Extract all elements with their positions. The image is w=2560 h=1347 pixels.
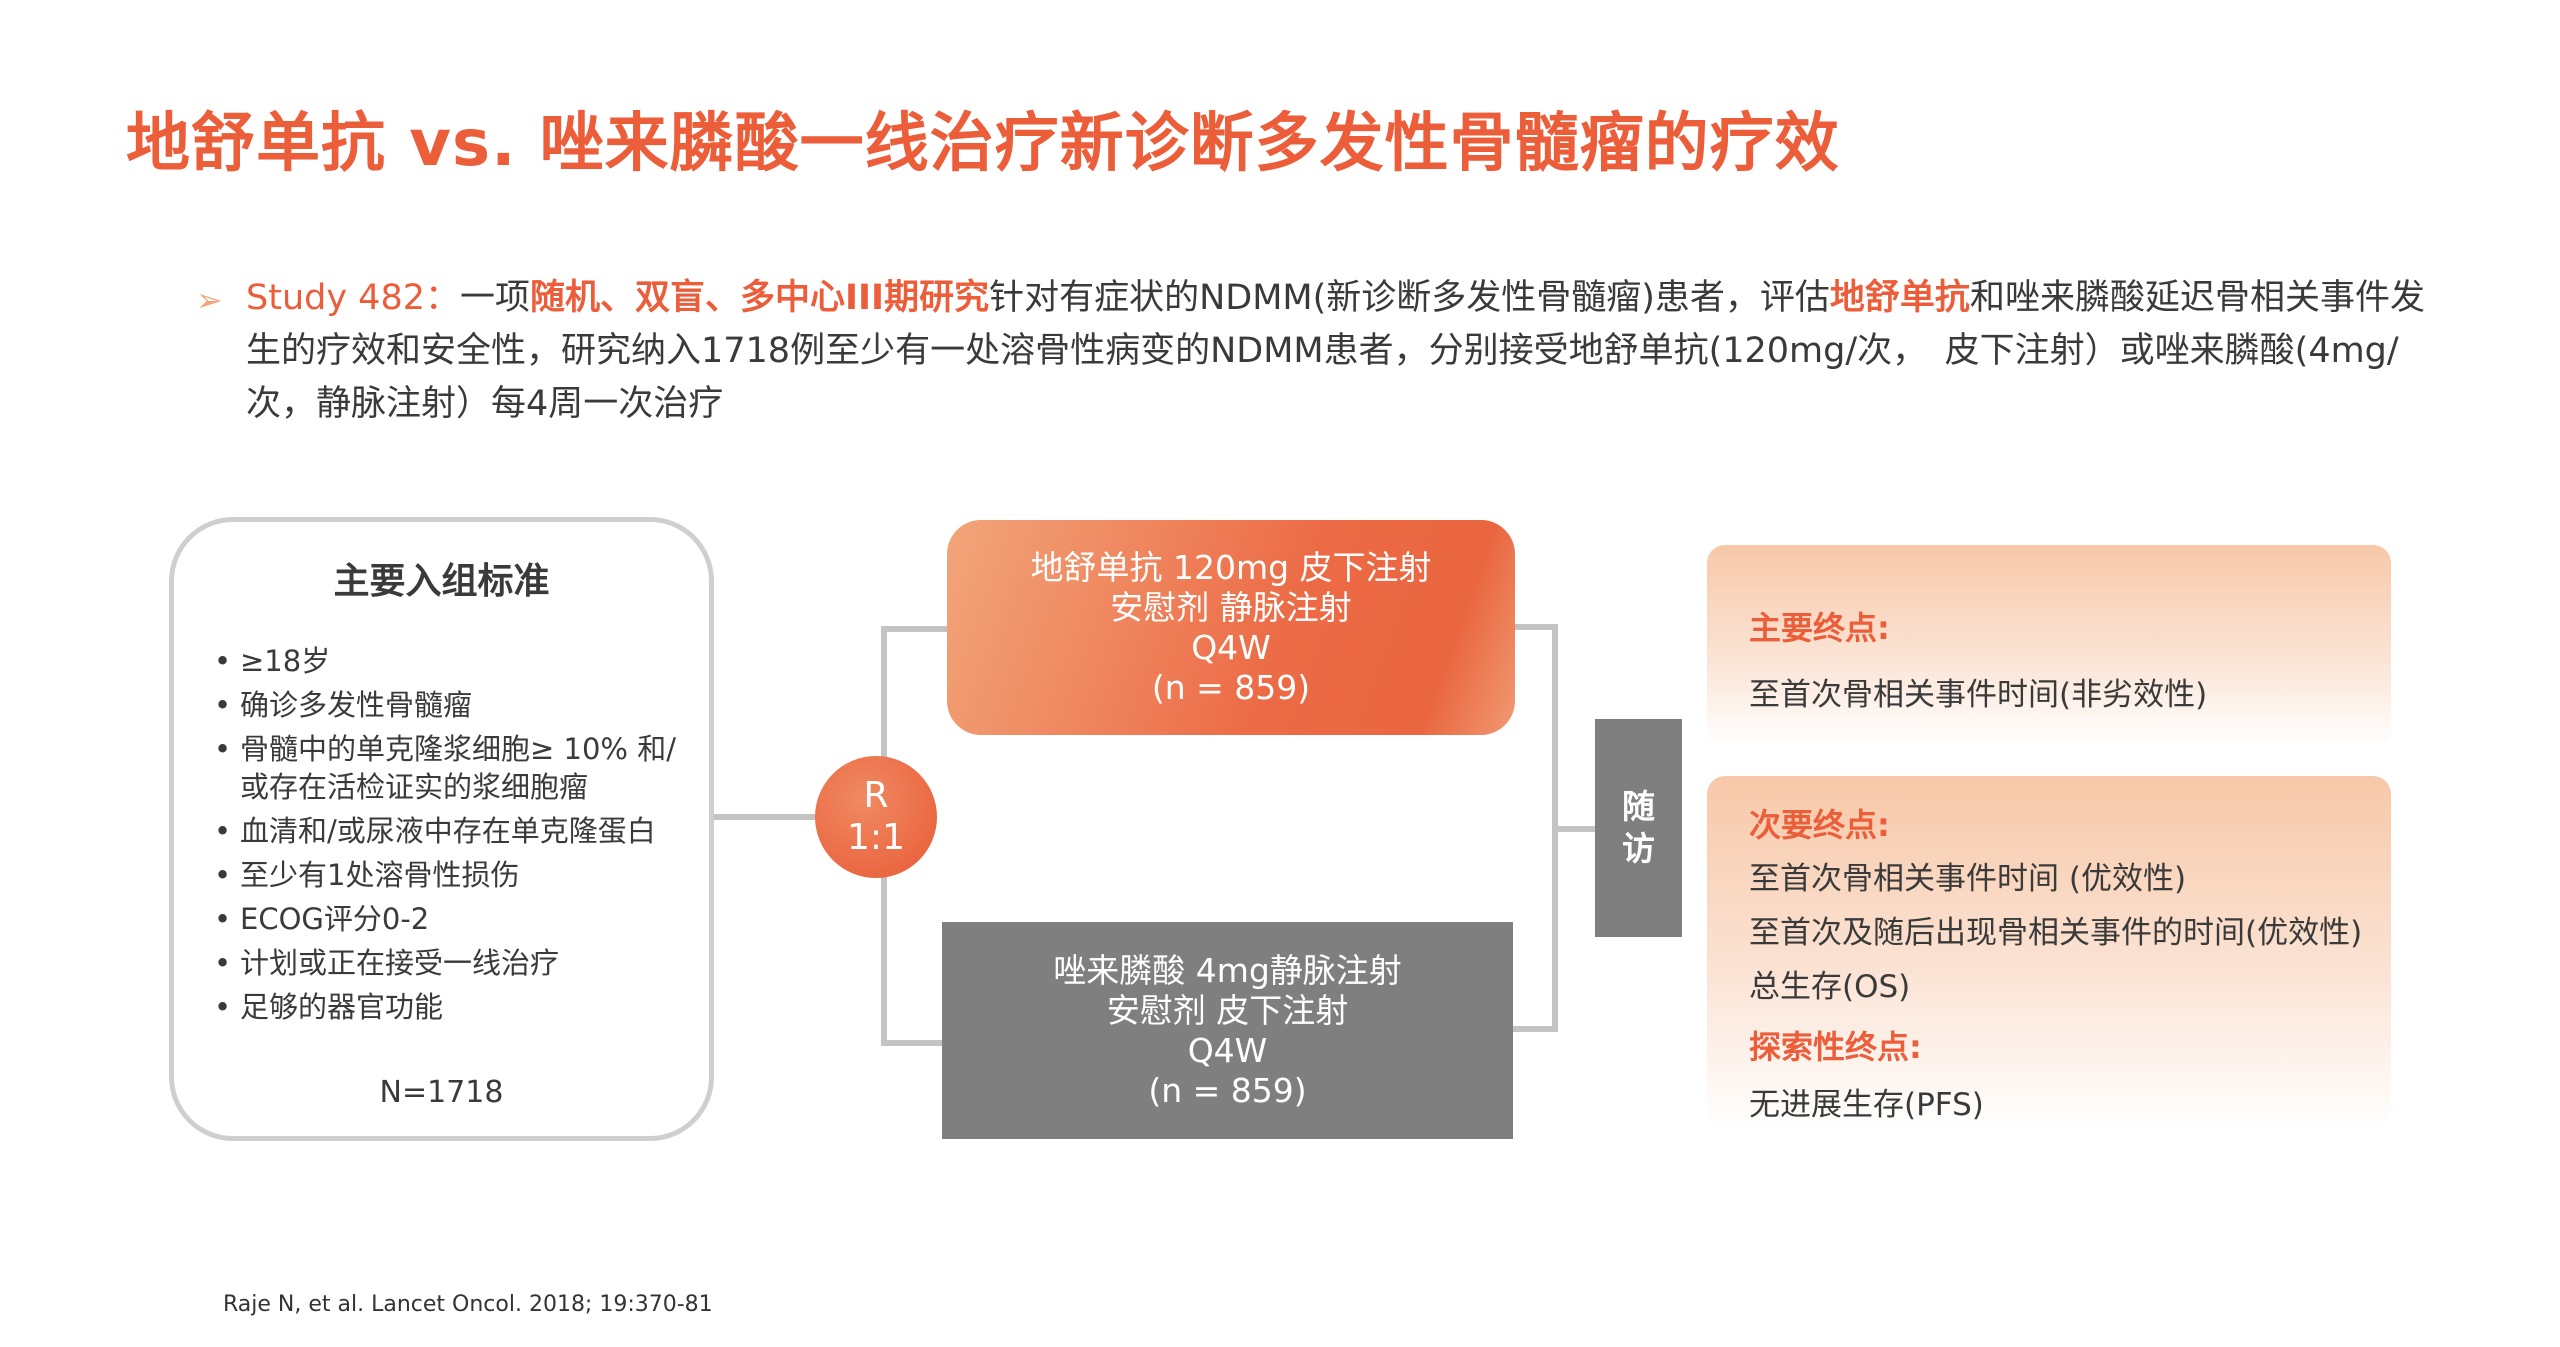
- endpoint-item: 至首次及随后出现骨相关事件的时间(优效性): [1749, 915, 2363, 951]
- connector-line: [881, 626, 951, 632]
- arm-line: 安慰剂 皮下注射: [1106, 990, 1349, 1030]
- criteria-item: ≥18岁: [214, 642, 704, 680]
- arm-line: (n = 859): [1148, 1070, 1307, 1110]
- connector-line: [714, 814, 824, 820]
- criteria-item: 血清和/或尿液中存在单克隆蛋白: [214, 812, 704, 850]
- arm-line: (n = 859): [1151, 667, 1311, 707]
- followup-label: 随: [1622, 787, 1655, 826]
- connector-line: [1552, 826, 1597, 832]
- criteria-list: ≥18岁 确诊多发性骨髓瘤 骨髓中的单克隆浆细胞≥ 10% 和/或存在活检证实的…: [214, 642, 704, 1032]
- randomization-label: R: [863, 775, 889, 816]
- endpoint-item: 总生存(OS): [1749, 969, 1911, 1005]
- secondary-endpoint-heading: 次要终点:: [1749, 806, 1890, 844]
- denosumab-arm-box: 地舒单抗 120mg 皮下注射 安慰剂 静脉注射 Q4W (n = 859): [947, 520, 1515, 735]
- connector-line: [1510, 1026, 1558, 1032]
- total-n: N=1718: [379, 1075, 504, 1110]
- inclusion-criteria-box: 主要入组标准 ≥18岁 确诊多发性骨髓瘤 骨髓中的单克隆浆细胞≥ 10% 和/或…: [169, 517, 714, 1141]
- criteria-item: 至少有1处溶骨性损伤: [214, 856, 704, 894]
- criteria-item: ECOG评分0-2: [214, 900, 704, 938]
- endpoint-item: 至首次骨相关事件时间 (优效性): [1749, 861, 2187, 897]
- intro-highlight-design: 随机、双盲、多中心III期研究: [530, 278, 990, 318]
- endpoint-item: 至首次骨相关事件时间(非劣效性): [1749, 677, 2208, 713]
- zoledronic-arm-box: 唑来膦酸 4mg静脉注射 安慰剂 皮下注射 Q4W (n = 859): [942, 922, 1513, 1139]
- intro-text: 一项: [459, 278, 530, 318]
- arm-line: 唑来膦酸 4mg静脉注射: [1053, 950, 1402, 990]
- exploratory-endpoint-heading: 探索性终点:: [1749, 1028, 1922, 1066]
- arm-line: 地舒单抗 120mg 皮下注射: [1030, 547, 1432, 587]
- criteria-item: 骨髓中的单克隆浆细胞≥ 10% 和/或存在活检证实的浆细胞瘤: [214, 730, 704, 806]
- primary-endpoint-heading: 主要终点:: [1749, 609, 1890, 647]
- connector-line: [881, 1040, 951, 1046]
- arm-line: Q4W: [1191, 627, 1271, 667]
- connector-line: [1510, 624, 1558, 630]
- primary-endpoint-box: 主要终点: 至首次骨相关事件时间(非劣效性): [1707, 545, 2391, 747]
- criteria-heading: 主要入组标准: [333, 561, 550, 602]
- study-name: Study 482：: [246, 278, 460, 318]
- criteria-item: 计划或正在接受一线治疗: [214, 944, 704, 982]
- arm-line: Q4W: [1187, 1030, 1268, 1070]
- secondary-endpoint-box: 次要终点: 至首次骨相关事件时间 (优效性) 至首次及随后出现骨相关事件的时间(…: [1707, 776, 2391, 1129]
- followup-box: 随 访: [1595, 719, 1682, 937]
- randomization-ratio: 1:1: [847, 817, 905, 858]
- intro-text: 针对有症状的NDMM(新诊断多发性骨髓瘤)患者，评估: [989, 278, 1830, 318]
- study-description: ➢ Study 482：一项随机、双盲、多中心III期研究针对有症状的NDMM(…: [196, 272, 2426, 431]
- criteria-item: 确诊多发性骨髓瘤: [214, 686, 704, 724]
- intro-highlight-drug: 地舒单抗: [1829, 278, 1970, 318]
- randomization-circle: R 1:1: [815, 756, 937, 878]
- intro-text: 和唑来膦酸延迟骨相关事件发生的疗效和安全性，研究纳入1718例至少有一处溶骨性病…: [246, 278, 2425, 424]
- criteria-item: 足够的器官功能: [214, 988, 704, 1026]
- arm-line: 安慰剂 静脉注射: [1110, 587, 1352, 627]
- endpoint-item: 无进展生存(PFS): [1749, 1087, 1984, 1123]
- reference: Raje N, et al. Lancet Oncol. 2018; 19:37…: [223, 1292, 713, 1317]
- page-title: 地舒单抗 vs. 唑来膦酸一线治疗新诊断多发性骨髓瘤的疗效: [126, 107, 1840, 181]
- followup-label: 访: [1622, 829, 1655, 868]
- arrow-bullet-icon: ➢: [196, 281, 223, 319]
